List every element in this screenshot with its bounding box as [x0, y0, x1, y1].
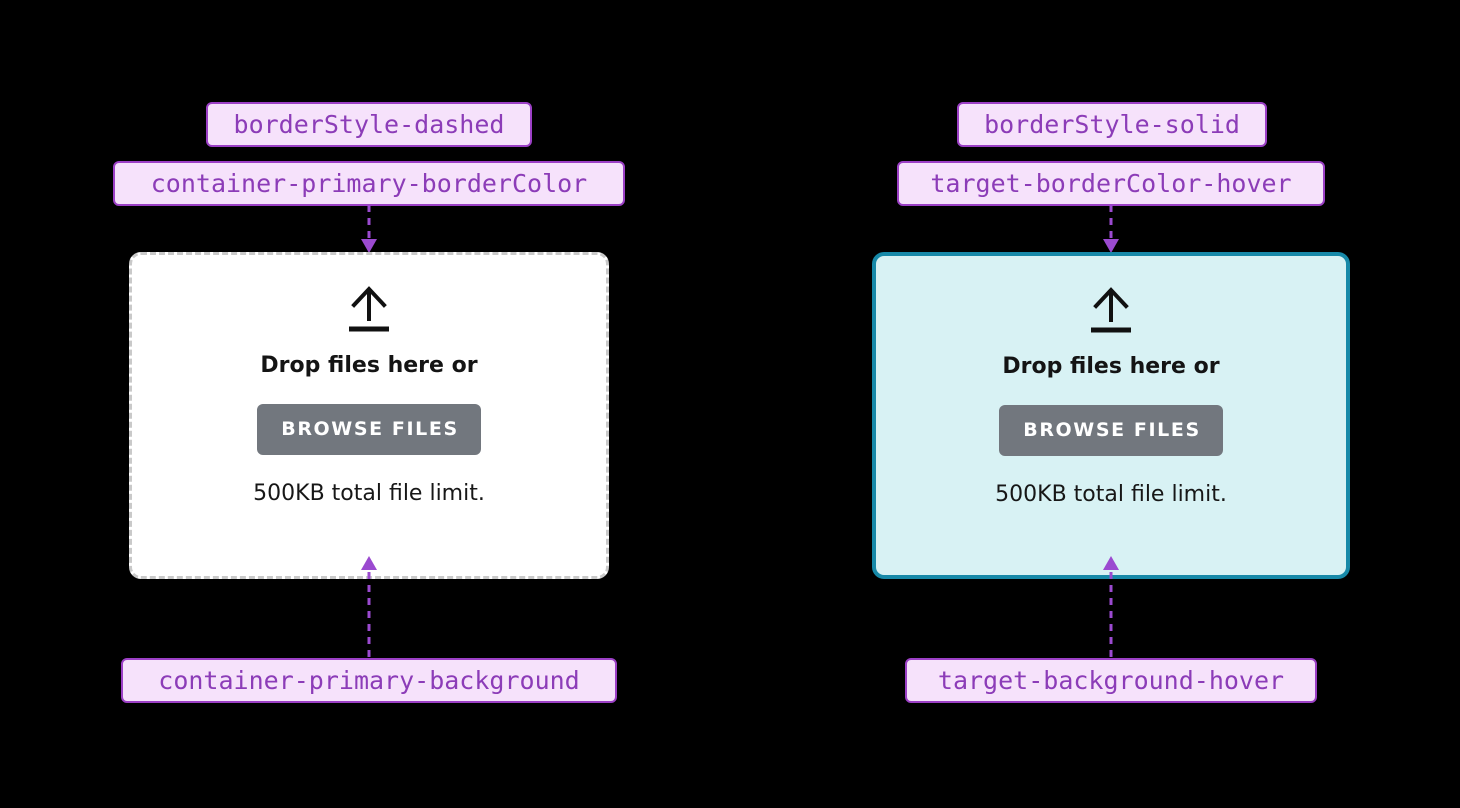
dropzone-hover[interactable]: Drop files here or BROWSE FILES 500KB to… [872, 252, 1350, 579]
connector-primary-top [361, 205, 377, 253]
connector-hover-top [1103, 205, 1119, 253]
upload-arrow-icon [1091, 287, 1131, 333]
token-pill-target-background-hover: target-background-hover [905, 658, 1317, 703]
browse-files-button[interactable]: BROWSE FILES [257, 404, 481, 455]
token-pill-borderstyle-dashed: borderStyle-dashed [206, 102, 532, 147]
dropzone-primary[interactable]: Drop files here or BROWSE FILES 500KB to… [129, 252, 609, 579]
connector-primary-bottom [361, 556, 377, 664]
connector-hover-bottom [1103, 556, 1119, 664]
token-pill-borderstyle-solid: borderStyle-solid [957, 102, 1267, 147]
token-pill-target-bordercolor-hover: target-borderColor-hover [897, 161, 1325, 206]
file-limit-text: 500KB total file limit. [995, 482, 1227, 507]
token-pill-container-primary-background: container-primary-background [121, 658, 617, 703]
browse-files-button[interactable]: BROWSE FILES [999, 405, 1223, 456]
upload-arrow-icon [349, 286, 389, 332]
token-pill-container-primary-bordercolor: container-primary-borderColor [113, 161, 625, 206]
file-limit-text: 500KB total file limit. [253, 481, 485, 506]
drop-files-text: Drop files here or [1002, 354, 1220, 379]
drop-files-text: Drop files here or [260, 353, 478, 378]
